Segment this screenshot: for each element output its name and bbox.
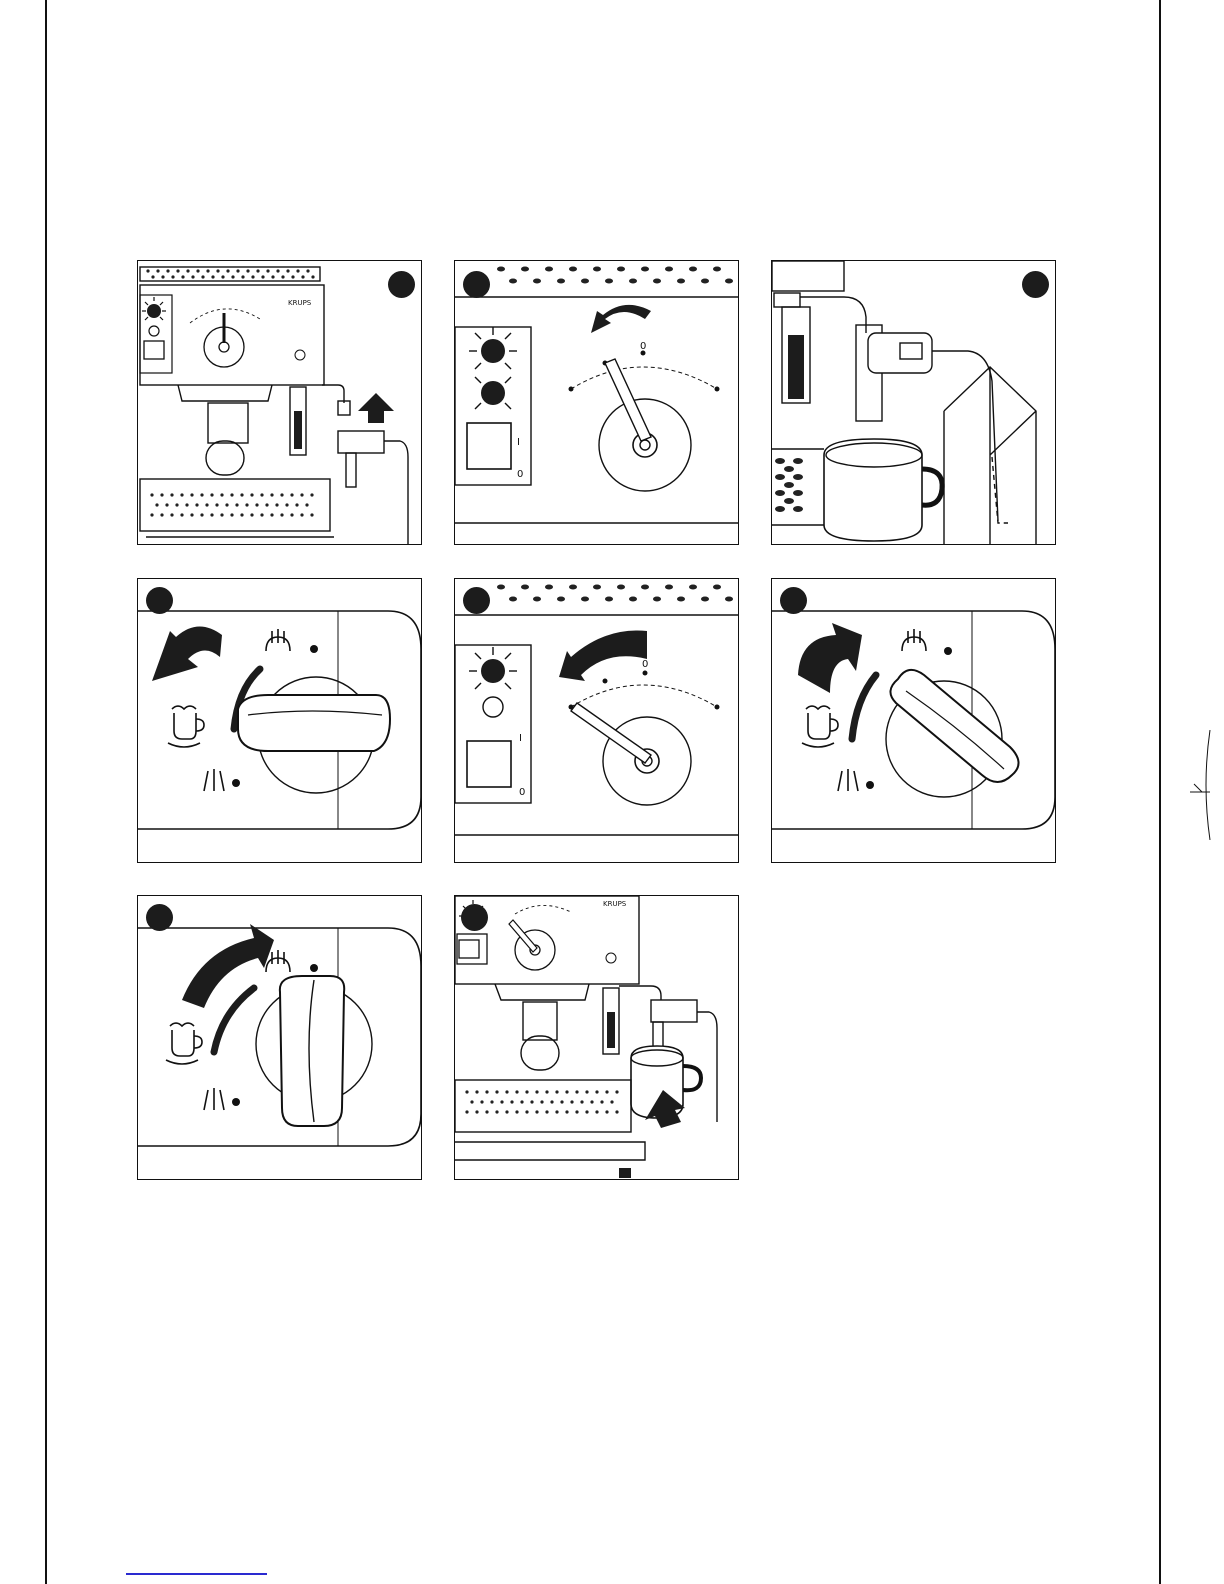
on-label: I	[519, 733, 522, 744]
left-margin-line	[45, 0, 47, 1584]
rotate-arrow-icon	[559, 631, 647, 681]
dial-zero-label: 0	[642, 659, 648, 670]
rotate-left-arrow-icon	[152, 626, 222, 681]
knob-closeup-illustration	[138, 579, 421, 862]
step-badge	[463, 587, 490, 614]
step-badge	[1022, 271, 1049, 298]
espresso-machine-cup-illustration: KRUPS	[455, 896, 738, 1179]
up-arrow-icon	[358, 393, 394, 423]
step-badge	[146, 587, 173, 614]
water-symbol-icon	[204, 769, 224, 791]
step-badge	[461, 904, 488, 931]
cup-symbol-icon	[168, 706, 204, 747]
drip-grid-top	[146, 269, 314, 278]
cup-symbol-icon	[166, 1023, 202, 1064]
milk-carton-icon	[944, 367, 1036, 544]
illustration-panel-2: I 0 0	[454, 260, 739, 545]
illustration-panel-3	[771, 260, 1056, 545]
water-symbol-icon	[204, 1088, 224, 1110]
off-label: 0	[519, 787, 525, 798]
illustration-panel-4	[137, 578, 422, 863]
steam-wand-milk-illustration	[772, 261, 1055, 544]
rotate-right-arrow-icon	[798, 623, 862, 693]
step-badge	[463, 271, 490, 298]
brand-label: KRUPS	[603, 900, 627, 908]
illustration-panel-1: KRUPS	[137, 260, 422, 545]
footer-link-underline	[126, 1573, 267, 1575]
right-margin-line	[1159, 0, 1161, 1584]
step-badge	[780, 587, 807, 614]
knob-closeup-illustration	[138, 896, 421, 1179]
off-label: 0	[517, 469, 523, 480]
step-badge	[146, 904, 173, 931]
steam-symbol-icon	[266, 950, 290, 972]
cup-symbol-icon	[802, 706, 838, 747]
rotate-arrow-icon	[591, 305, 651, 333]
rotate-right-arrow-icon	[182, 924, 274, 1008]
steam-symbol-icon	[902, 629, 926, 651]
illustration-panel-7	[137, 895, 422, 1180]
steam-symbol-icon	[266, 629, 290, 651]
step-badge	[388, 271, 415, 298]
dial-zero-label: 0	[640, 341, 646, 352]
control-panel-illustration: I 0 0	[455, 579, 738, 862]
illustration-panel-8: KRUPS	[454, 895, 739, 1180]
knob-icon	[238, 695, 390, 751]
control-panel-illustration: I 0 0	[455, 261, 738, 544]
espresso-machine-front-illustration: KRUPS	[138, 261, 421, 544]
illustration-panel-5: I 0 0	[454, 578, 739, 863]
brand-label: KRUPS	[288, 299, 312, 307]
illustration-panel-6	[771, 578, 1056, 863]
on-label: I	[517, 437, 520, 448]
knob-closeup-illustration	[772, 579, 1055, 862]
cup-icon	[824, 439, 922, 541]
crop-mark	[1190, 730, 1224, 840]
water-symbol-icon	[838, 769, 858, 791]
